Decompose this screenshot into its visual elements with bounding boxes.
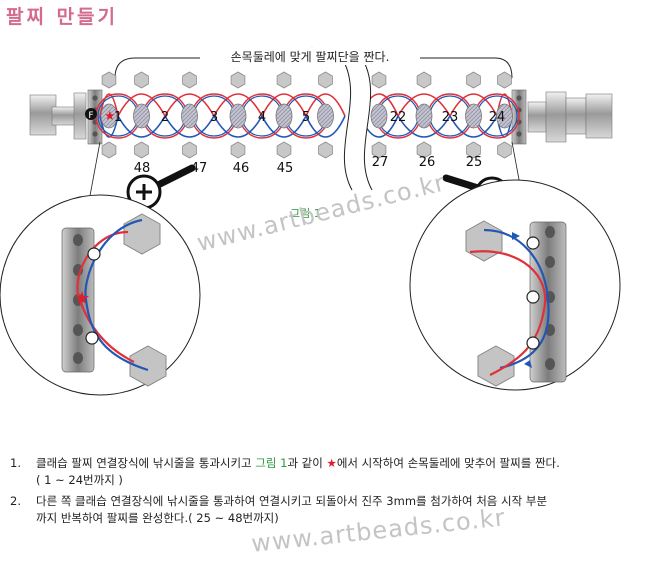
bead-number: 3 bbox=[210, 110, 218, 125]
step-number: 2. bbox=[10, 494, 21, 508]
bottom-number: 26 bbox=[419, 155, 436, 170]
crystal-bead bbox=[181, 103, 198, 129]
bead-number: 4 bbox=[258, 110, 266, 125]
crystal-bead bbox=[133, 103, 150, 129]
hexagon-bead bbox=[182, 71, 197, 89]
hexagon-bead bbox=[230, 141, 246, 159]
bead-number: 23 bbox=[442, 110, 459, 125]
crystal-bead bbox=[370, 103, 388, 129]
hexagon-bead bbox=[497, 71, 512, 89]
instruction-step-1: 1. 클래습 팔찌 연결장식에 낚시줄을 통과시키고 그림 1과 같이 ★에서 … bbox=[10, 455, 646, 489]
bottom-number: 27 bbox=[372, 155, 389, 170]
step-text: 과 같이 bbox=[287, 456, 327, 470]
figure-reference: 그림 1 bbox=[255, 456, 288, 470]
hexagon-bead bbox=[416, 141, 432, 159]
hexagon-bead bbox=[371, 71, 387, 89]
bead-number: 22 bbox=[390, 110, 407, 125]
crystal-bead bbox=[465, 103, 482, 129]
hexagon-bead bbox=[230, 71, 246, 89]
bottom-number: 25 bbox=[466, 155, 483, 170]
star-icon: ★ bbox=[326, 456, 337, 470]
step-number: 1. bbox=[10, 456, 21, 470]
bottom-number: 47 bbox=[191, 161, 208, 176]
crystal-bead bbox=[229, 103, 247, 129]
step-text: 에서 시작하여 손목둘레에 맞추어 팔찌를 짠다. bbox=[336, 456, 560, 470]
instructions: 1. 클래습 팔찌 연결장식에 낚시줄을 통과시키고 그림 1과 같이 ★에서 … bbox=[10, 455, 646, 531]
hexagon-bead bbox=[416, 71, 432, 89]
svg-text:F: F bbox=[88, 111, 93, 121]
bead-number: 5 bbox=[302, 110, 310, 125]
crystal-bead bbox=[317, 103, 334, 129]
hexagon-bead bbox=[276, 141, 292, 159]
crystal-bead bbox=[415, 103, 433, 129]
figure-caption: 그림 1 bbox=[290, 207, 321, 220]
crystal-bead bbox=[100, 103, 118, 129]
bottom-number-labels: 48 47 46 45 27 26 25 bbox=[134, 155, 483, 176]
right-zoom-detail bbox=[409, 179, 621, 391]
bead-number: 2 bbox=[161, 110, 169, 125]
svg-text:★: ★ bbox=[74, 288, 90, 309]
step-text: 클래습 팔찌 연결장식에 낚시줄을 통과시키고 bbox=[36, 456, 256, 470]
hexagon-bead bbox=[101, 71, 117, 89]
bracket-label: 손목둘레에 맞게 팔찌단을 짠다. bbox=[200, 48, 420, 65]
bottom-number: 46 bbox=[233, 161, 250, 176]
hexagon-bead bbox=[318, 71, 333, 89]
crystal-bead bbox=[275, 103, 293, 129]
step-text: 다른 쪽 클래습 연결장식에 낚시줄을 통과하여 연결시키고 되돌아서 진주 3… bbox=[36, 494, 548, 508]
bead-number: 24 bbox=[489, 110, 506, 125]
right-clasp bbox=[511, 89, 613, 145]
instruction-step-2: 2. 다른 쪽 클래습 연결장식에 낚시줄을 통과하여 연결시키고 되돌아서 진… bbox=[10, 493, 646, 527]
page-title: 팔찌 만들기 bbox=[6, 6, 119, 28]
step-subtext: 까지 반복하여 팔찌를 완성한다.( 25 ~ 48번까지) bbox=[36, 511, 279, 525]
start-star: ★ bbox=[104, 109, 116, 124]
hexagon-bead bbox=[134, 141, 149, 159]
hexagon-bead bbox=[497, 141, 512, 159]
magnifier-plus-icon bbox=[126, 164, 196, 210]
step-subtext: ( 1 ~ 24번까지 ) bbox=[36, 473, 123, 487]
hexagon-bead bbox=[134, 71, 149, 89]
crystal-bead bbox=[496, 103, 513, 129]
left-zoom-detail: ★ bbox=[0, 194, 201, 396]
hexagon-bead bbox=[276, 71, 292, 89]
hexagon-bead bbox=[466, 141, 481, 159]
hexagon-bead bbox=[182, 141, 197, 159]
hexagon-bead bbox=[101, 141, 117, 159]
start-marker: F bbox=[85, 108, 97, 121]
hexagon-bead bbox=[318, 141, 333, 159]
hexagon-bead bbox=[466, 71, 481, 89]
bottom-number: 48 bbox=[134, 161, 151, 176]
bracelet-strand bbox=[95, 71, 520, 159]
bead-number: 1 bbox=[114, 110, 122, 125]
bottom-number: 45 bbox=[277, 161, 294, 176]
break-marks bbox=[342, 59, 373, 191]
hexagon-bead bbox=[371, 141, 387, 159]
